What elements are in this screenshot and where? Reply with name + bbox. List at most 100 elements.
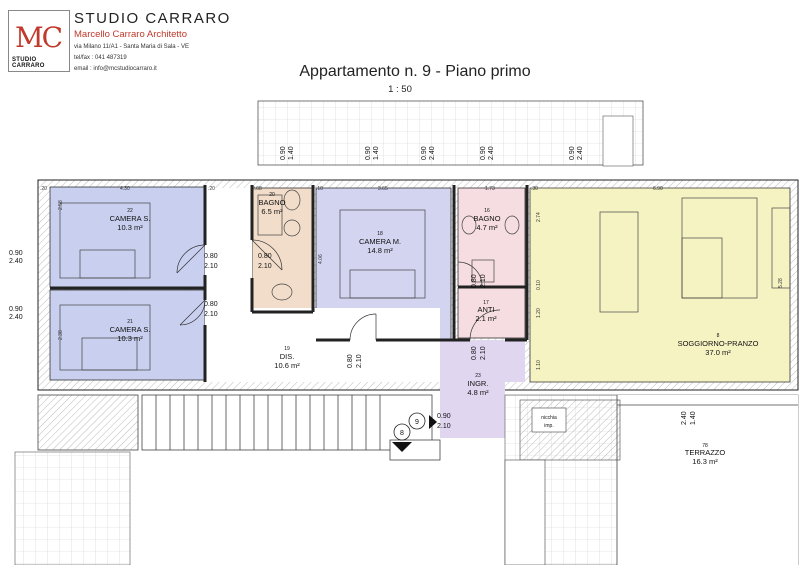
vertical-opening-labels: 0.80 2.10 0.80 2.10 0.80 2.10 0.90 1.40 … [280, 146, 697, 425]
dim: 4.30 [120, 186, 130, 192]
room-bagno-2 [457, 187, 526, 287]
room-number: 18 [377, 231, 383, 237]
window-height: 2.40 [9, 258, 23, 265]
room-area: 2.1 m² [475, 314, 497, 323]
opening-width: 0.80 [471, 274, 478, 288]
room-anti [457, 287, 526, 339]
room-name: DIS. [280, 352, 295, 361]
room-number: 8 [717, 333, 720, 339]
lower-terrace-left [14, 451, 131, 565]
roof-terrace [257, 100, 644, 166]
window-height: 2.40 [429, 146, 436, 160]
room-number: 17 [483, 300, 489, 306]
studio-name: STUDIO CARRARO [74, 10, 231, 27]
architect-name: Marcello Carraro Architetto [74, 29, 187, 40]
dimension-labels: 4.30 2.68 3.65 1.73 6.90 .20 .20 .10 .30… [40, 186, 784, 370]
room-name: CAMERA M. [359, 237, 401, 246]
room-name: nicchia [541, 415, 557, 421]
window-height: 2.40 [488, 146, 495, 160]
staircase [37, 394, 441, 461]
dim: 2.38 [58, 330, 64, 340]
arrow-icon [429, 415, 437, 429]
dim: .20 [208, 186, 215, 192]
window-width: 0.90 [9, 250, 23, 257]
marker-circle [393, 423, 411, 441]
room-name: TERRAZZO [685, 448, 726, 457]
room-dis-corridor [205, 188, 252, 308]
dim: 0.10 [536, 280, 542, 290]
window-height: 2.40 [577, 146, 584, 160]
drawing-title: Appartamento n. 9 - Piano primo [299, 63, 531, 80]
room-number: 78 [702, 443, 708, 449]
window-width: 0.90 [480, 146, 487, 160]
room-area: 14.8 m² [367, 246, 393, 255]
room-number: 19 [284, 346, 290, 352]
opening-width: 0.80 [347, 354, 354, 368]
arrow-icon [392, 442, 412, 452]
room-number: 22 [127, 208, 133, 214]
dim: 1.73 [485, 186, 495, 192]
studio-phone: tel/fax : 041 487319 [74, 55, 127, 61]
window-width: 0.90 [9, 306, 23, 313]
room-area: 4.8 m² [467, 388, 489, 397]
door-height: 1.40 [690, 411, 697, 425]
section-markers: 9 8 [392, 412, 437, 452]
logo-mark: MC [15, 21, 63, 54]
logo-caption: STUDIO CARRARO [12, 57, 45, 69]
room-camera-s-upper [49, 186, 206, 288]
terrace-area [617, 395, 798, 565]
opening-height: 2.10 [356, 354, 363, 368]
window-height: 1.40 [373, 146, 380, 160]
room-number: 20 [269, 192, 275, 198]
opening-width: 0.80 [204, 253, 218, 260]
opening-width: 0.80 [258, 253, 272, 260]
room-sub: imp. [544, 423, 553, 429]
room-area: 16.3 m² [692, 457, 718, 466]
dim: 1.10 [536, 360, 542, 370]
opening-height: 2.10 [480, 346, 487, 360]
opening-height: 2.10 [480, 274, 487, 288]
opening-height: 2.10 [204, 311, 218, 318]
room-area: 10.6 m² [274, 361, 300, 370]
dim: .10 [316, 186, 323, 192]
nicchia-box [531, 407, 567, 433]
dim: 2.68 [252, 186, 262, 192]
window-height: 1.40 [288, 146, 295, 160]
dim: .20 [40, 186, 47, 192]
room-soggiorno [529, 187, 791, 383]
room-area: 37.0 m² [705, 348, 731, 357]
room-name: INGR. [468, 379, 489, 388]
door-height: 2.10 [437, 423, 451, 430]
room-area: 4.7 m² [476, 223, 498, 232]
room-area: 10.3 m² [117, 334, 143, 343]
dim: .30 [531, 186, 538, 192]
dim: 1.20 [536, 308, 542, 318]
marker-9: 9 [415, 419, 419, 426]
roof-element [602, 115, 634, 167]
room-number: 21 [127, 319, 133, 325]
door-width: 2.40 [681, 411, 688, 425]
door-width: 0.90 [437, 413, 451, 420]
drawing-scale: 1 : 50 [388, 84, 412, 95]
room-number: 23 [475, 373, 481, 379]
room-name: SOGGIORNO-PRANZO [678, 339, 759, 348]
studio-address: via Milano 11/A1 - Santa Maria di Sala -… [74, 44, 189, 50]
room-number: 16 [484, 208, 490, 214]
room-area: 6.5 m² [261, 207, 283, 216]
studio-email: email : info@mcstudiocarraro.it [74, 66, 157, 72]
dim: 4.06 [318, 254, 324, 264]
opening-width: 0.80 [471, 346, 478, 360]
window-height: 2.40 [9, 314, 23, 321]
interior-walls [50, 185, 529, 382]
room-name: CAMERA S. [110, 214, 151, 223]
window-width: 0.90 [421, 146, 428, 160]
opening-height: 2.10 [258, 263, 272, 270]
opening-height: 2.10 [204, 263, 218, 270]
dim: 2.74 [536, 212, 542, 222]
room-ingresso [440, 340, 525, 438]
dim: 3.65 [378, 186, 388, 192]
room-name: ANTI [477, 305, 494, 314]
marker-8: 8 [400, 430, 404, 437]
room-name: BAGNO [473, 214, 500, 223]
